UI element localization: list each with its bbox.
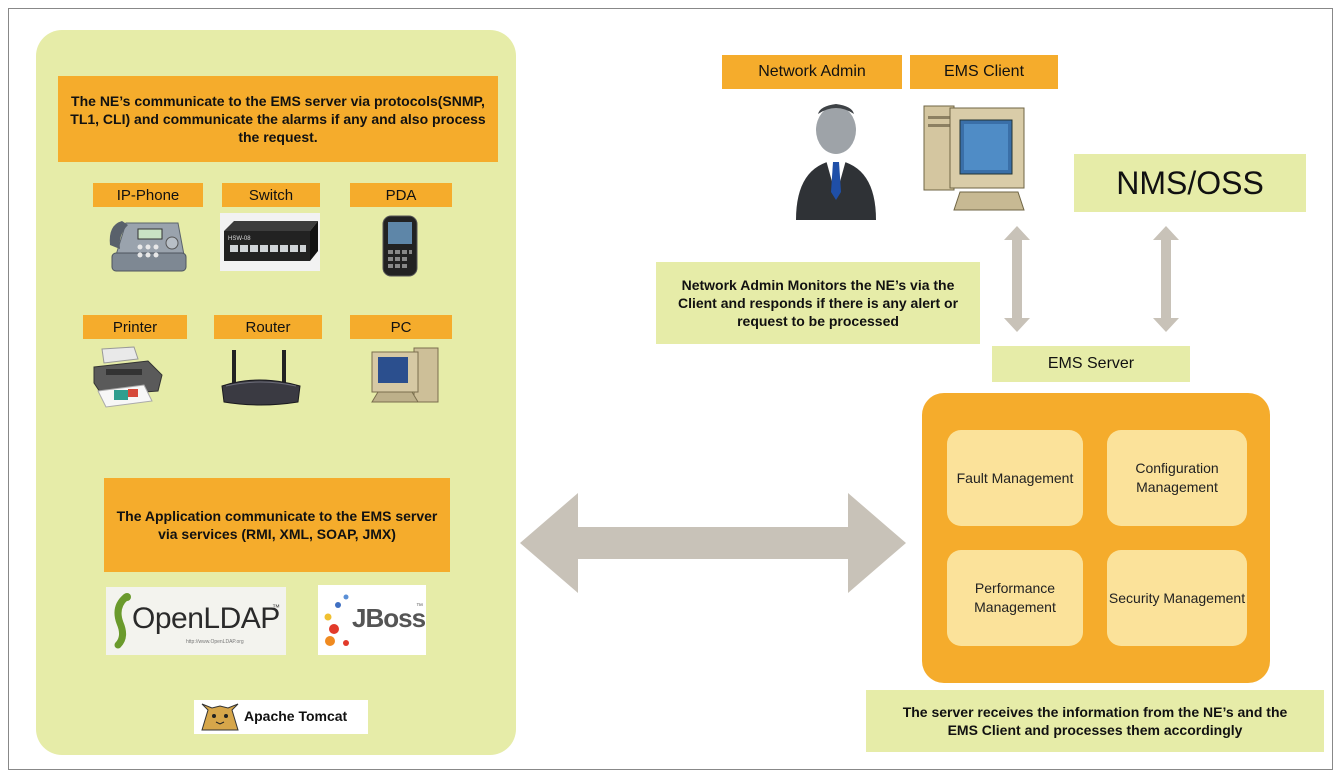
openldap-worm-icon <box>114 593 131 649</box>
switch-model-text: HSW-08 <box>228 236 251 242</box>
jboss-dots-icon <box>324 594 349 646</box>
pda-label: PDA <box>350 183 452 207</box>
fault-management-module: Fault Management <box>947 430 1083 526</box>
openldap-wordmark: OpenLDAP <box>132 602 280 635</box>
ne-communication-note: The NE’s communicate to the EMS server v… <box>58 76 498 162</box>
router-icon <box>221 350 301 406</box>
diagram-frame <box>8 8 1333 770</box>
router-label: Router <box>214 315 322 339</box>
configuration-management-module: Configuration Management <box>1107 430 1247 526</box>
network-admin-label: Network Admin <box>722 55 902 89</box>
openldap-logo: OpenLDAP ™ http://www.OpenLDAP.org <box>106 587 286 655</box>
bidirectional-arrow-icon <box>520 493 906 593</box>
server-processing-note: The server receives the information from… <box>866 690 1324 752</box>
nms-oss-box: NMS/OSS <box>1074 154 1306 212</box>
printer-icon <box>93 346 163 408</box>
nms-server-arrow-icon <box>1153 226 1179 332</box>
tomcat-cat-icon <box>201 703 239 731</box>
ip-phone-label: IP-Phone <box>93 183 203 207</box>
jboss-trademark: ™ <box>416 603 423 610</box>
client-server-arrow-icon <box>1004 226 1030 332</box>
openldap-trademark: ™ <box>272 603 280 612</box>
admin-monitor-note: Network Admin Monitors the NE’s via the … <box>656 262 980 344</box>
switch-label: Switch <box>222 183 320 207</box>
pda-icon <box>382 215 418 277</box>
jboss-wordmark: JBoss <box>352 603 426 633</box>
jboss-logo: JBoss ™ <box>318 585 426 655</box>
switch-icon: HSW-08 <box>220 213 320 271</box>
ems-client-computer-icon <box>923 105 1025 211</box>
ip-phone-icon <box>109 221 187 272</box>
security-management-module: Security Management <box>1107 550 1247 646</box>
network-admin-person-icon <box>796 104 876 220</box>
pc-icon <box>371 347 439 403</box>
printer-label: Printer <box>83 315 187 339</box>
pc-label: PC <box>350 315 452 339</box>
performance-management-module: Performance Management <box>947 550 1083 646</box>
tomcat-wordmark: Apache Tomcat <box>244 708 348 724</box>
application-services-note: The Application communicate to the EMS s… <box>104 478 450 572</box>
openldap-url: http://www.OpenLDAP.org <box>186 639 244 645</box>
ems-client-label: EMS Client <box>910 55 1058 89</box>
ems-server-label: EMS Server <box>992 346 1190 382</box>
apache-tomcat-logo: Apache Tomcat <box>194 700 368 734</box>
